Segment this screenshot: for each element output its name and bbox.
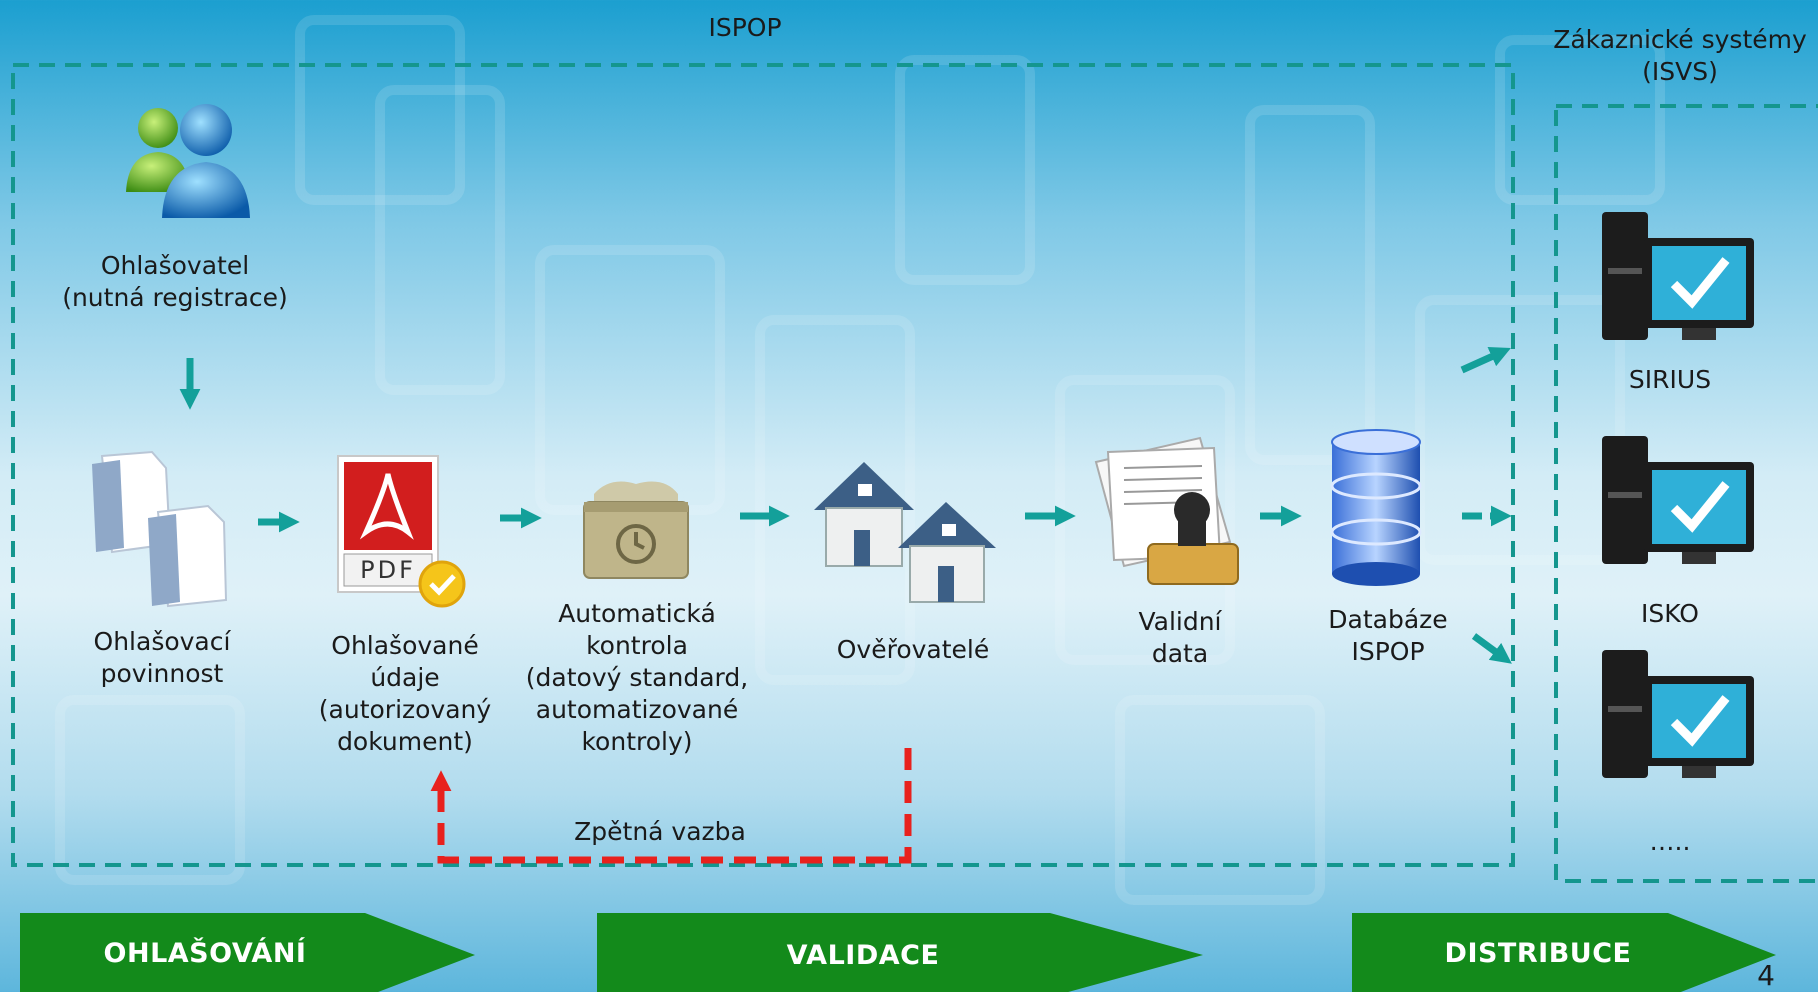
- database-icon: [1330, 429, 1422, 586]
- obligation-label-line2: povinnost: [100, 659, 224, 688]
- ispop-region: [11, 63, 1515, 867]
- valid-data-label-line2: data: [1151, 639, 1209, 668]
- valid-data-label: Validní data: [1100, 606, 1260, 670]
- ispop-region-title: ISPOP: [708, 13, 782, 42]
- pdf-badge-text: PDF: [360, 556, 416, 584]
- reported-data-label-line4: dokument): [337, 727, 473, 756]
- phase-label-validace: VALIDACE: [786, 940, 940, 971]
- verifiers-label: Ověřovatelé: [836, 635, 990, 664]
- customer-systems-title-line1: Zákaznické systémy: [1553, 25, 1807, 54]
- archive-box-icon: [583, 481, 689, 579]
- phase-label-ohlasovani: OHLAŠOVÁNÍ: [103, 938, 307, 969]
- auto-check-label-line1: Automatická: [558, 599, 716, 628]
- documents-icon: [92, 450, 228, 608]
- database-label: Databáze ISPOP: [1298, 604, 1478, 668]
- system-label-more: …..: [1649, 827, 1691, 856]
- arrow-db-to-sirius: [1460, 347, 1511, 374]
- phase-chevron-ohlasovani: [20, 913, 475, 992]
- auto-check-label-line4: automatizované: [535, 695, 739, 724]
- arrow-db-to-more: [1471, 633, 1512, 664]
- auto-check-label-line2: kontrola: [586, 631, 688, 660]
- auto-check-label-line5: kontroly): [581, 727, 693, 756]
- phase-chevron-distribuce: [1352, 913, 1776, 992]
- feedback-loop: [437, 748, 912, 864]
- pdf-document-icon: [337, 455, 466, 608]
- reporter-label-line2: (nutná registrace): [62, 283, 288, 312]
- database-label-line2: ISPOP: [1351, 637, 1425, 666]
- system-label-sirius: SIRIUS: [1628, 365, 1712, 394]
- reported-data-label: Ohlašované údaje (autorizovaný dokument): [298, 630, 512, 758]
- system-label-isko: ISKO: [1641, 599, 1699, 628]
- customer-systems-region: [1554, 104, 1818, 883]
- users-icon: [126, 104, 250, 218]
- customer-systems-title-line2: (ISVS): [1642, 57, 1718, 86]
- computer-icon-sirius: [1602, 212, 1754, 340]
- valid-data-label-line1: Validní: [1138, 607, 1222, 636]
- obligation-label-line1: Ohlašovací: [93, 627, 231, 656]
- auto-check-label-line3: (datový standard,: [525, 663, 749, 692]
- reporter-label: Ohlašovatel (nutná registrace): [30, 250, 320, 314]
- page-number: 4: [1757, 959, 1775, 992]
- stamp-documents-icon: [1094, 436, 1239, 585]
- computer-icon-isko: [1602, 436, 1754, 564]
- auto-check-label: Automatická kontrola (datový standard, a…: [506, 598, 768, 758]
- reported-data-label-line1: Ohlašované: [331, 631, 479, 660]
- reporter-label-line1: Ohlašovatel: [100, 251, 250, 280]
- computer-icon-more: [1602, 650, 1754, 778]
- houses-icon: [814, 462, 996, 603]
- customer-systems-title: Zákaznické systémy (ISVS): [1530, 24, 1818, 88]
- database-label-line1: Databáze: [1328, 605, 1448, 634]
- phase-label-distribuce: DISTRIBUCE: [1444, 938, 1632, 969]
- obligation-label: Ohlašovací povinnost: [62, 626, 262, 690]
- feedback-label: Zpětná vazba: [574, 817, 746, 846]
- reported-data-label-line3: (autorizovaný: [318, 695, 492, 724]
- phase-chevron-validace: [597, 913, 1203, 992]
- reported-data-label-line2: údaje: [370, 663, 440, 692]
